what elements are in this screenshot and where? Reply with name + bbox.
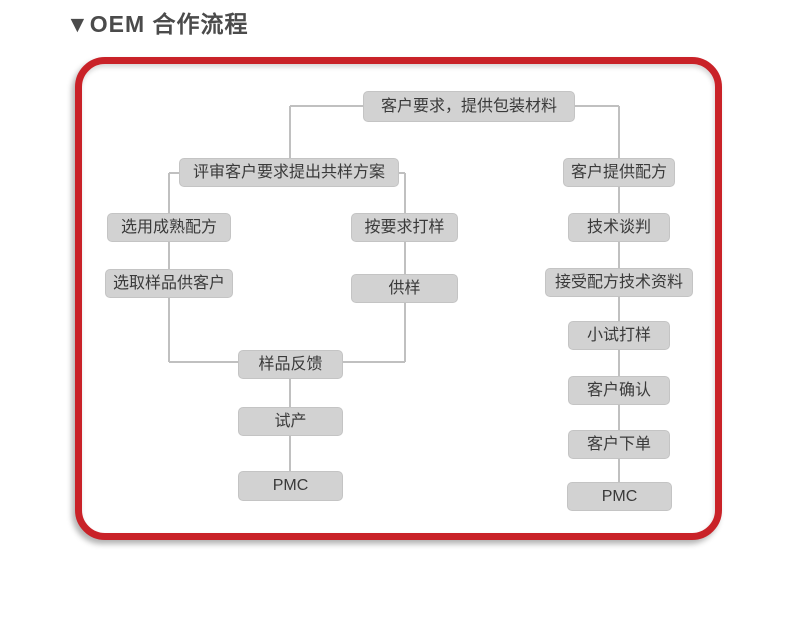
connector-line bbox=[618, 242, 620, 268]
connector-line bbox=[404, 242, 406, 274]
connector-line bbox=[618, 187, 620, 213]
flow-node-accept-formula-data: 接受配方技术资料 bbox=[545, 268, 693, 297]
flow-node-select-samples: 选取样品供客户 bbox=[105, 269, 233, 298]
connector-line bbox=[289, 436, 291, 471]
connector-line bbox=[404, 173, 406, 213]
connector-line bbox=[168, 242, 170, 269]
connector-line bbox=[399, 172, 405, 174]
flow-node-customer-formula: 客户提供配方 bbox=[563, 158, 675, 187]
page-title: ▼OEM 合作流程 bbox=[66, 11, 249, 37]
flow-node-customer-confirm: 客户确认 bbox=[568, 376, 670, 405]
flow-node-sample-feedback: 样品反馈 bbox=[238, 350, 343, 379]
connector-line bbox=[618, 350, 620, 376]
connector-line bbox=[289, 379, 291, 407]
connector-line bbox=[290, 105, 363, 107]
flow-node-customer-order: 客户下单 bbox=[568, 430, 670, 459]
connector-line bbox=[618, 405, 620, 430]
flow-node-review-proposal: 评审客户要求提出共样方案 bbox=[179, 158, 399, 187]
connector-line bbox=[168, 173, 170, 213]
connector-line bbox=[169, 172, 179, 174]
flow-node-pmc-left: PMC bbox=[238, 471, 343, 501]
connector-line bbox=[169, 361, 238, 363]
connector-line bbox=[575, 105, 619, 107]
flow-node-customer-request: 客户要求，提供包装材料 bbox=[363, 91, 575, 122]
flow-node-pmc-right: PMC bbox=[567, 482, 672, 511]
flow-node-mature-formula: 选用成熟配方 bbox=[107, 213, 231, 242]
connector-line bbox=[168, 298, 170, 362]
connector-line bbox=[404, 303, 406, 362]
connector-line bbox=[289, 106, 291, 158]
flow-node-tech-negotiation: 技术谈判 bbox=[568, 213, 670, 242]
flow-node-sample-on-request: 按要求打样 bbox=[351, 213, 458, 242]
connector-line bbox=[343, 361, 405, 363]
flow-node-trial-production: 试产 bbox=[238, 407, 343, 436]
connector-line bbox=[618, 297, 620, 321]
flow-node-supply-sample: 供样 bbox=[351, 274, 458, 303]
flow-node-small-trial-sample: 小试打样 bbox=[568, 321, 670, 350]
connector-line bbox=[618, 459, 620, 482]
connector-line bbox=[618, 106, 620, 158]
